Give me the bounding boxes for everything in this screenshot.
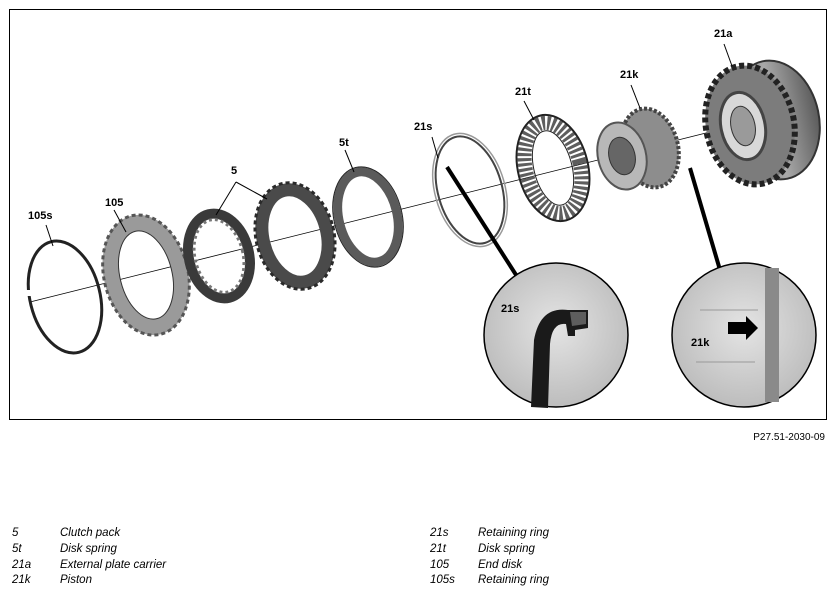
- clutch-plate-outer: [253, 181, 337, 291]
- detail-circle-21k: [671, 262, 817, 408]
- legend-code: 5t: [12, 542, 22, 555]
- retaining-ring-105s: [24, 239, 104, 355]
- disk-spring-21t: [515, 113, 591, 223]
- legend-code: 21a: [12, 558, 32, 571]
- callout-105s: 105s: [28, 210, 53, 222]
- legend-code: 21t: [430, 542, 446, 555]
- callout-5: 5: [231, 165, 238, 177]
- legend-code: 21s: [430, 527, 449, 539]
- legend-description: Disk spring: [478, 542, 535, 555]
- legend-description: Retaining ring: [478, 527, 549, 539]
- disk-spring-5t: [332, 166, 404, 268]
- clutch-plate-inner: [183, 208, 255, 304]
- callout-21a: 21a: [714, 28, 733, 40]
- legend-description: Retaining ring: [478, 574, 549, 587]
- legend-description: End disk: [478, 558, 523, 571]
- detail-connector-21k: [688, 167, 722, 271]
- exploded-view-drawing: [24, 43, 821, 408]
- detail-callout-21s: 21s: [501, 303, 520, 315]
- retaining-ring-21s: [432, 132, 508, 248]
- detail-circle-21s: [483, 262, 629, 408]
- legend-description: Clutch pack: [60, 527, 121, 539]
- exploded-view-figure: 105s 105 5 5t 21s 21t 21k 21a 21s 21k: [9, 9, 827, 420]
- legend-description: External plate carrier: [60, 558, 167, 571]
- arrow-right-icon: [728, 316, 758, 340]
- figure-reference-number: P27.51-2030-09: [753, 432, 825, 443]
- legend-code: 105: [430, 558, 450, 571]
- detail-connector-21s: [445, 165, 520, 280]
- end-disk-105: [101, 213, 191, 337]
- callout-21k: 21k: [620, 69, 639, 81]
- external-plate-carrier-21a: [702, 59, 821, 188]
- legend-code: 105s: [430, 574, 455, 587]
- callout-105: 105: [105, 197, 124, 209]
- legend-description: Piston: [60, 574, 92, 587]
- legend-code: 21k: [12, 574, 31, 587]
- detail-callout-21k: 21k: [691, 337, 710, 349]
- legend-description: Disk spring: [60, 542, 117, 555]
- callout-21s: 21s: [414, 121, 433, 133]
- legend-code: 5: [12, 527, 19, 539]
- callout-5t: 5t: [339, 137, 349, 149]
- piston-21k: [596, 106, 681, 191]
- callout-21t: 21t: [515, 86, 531, 98]
- leader-lines: [45, 43, 733, 247]
